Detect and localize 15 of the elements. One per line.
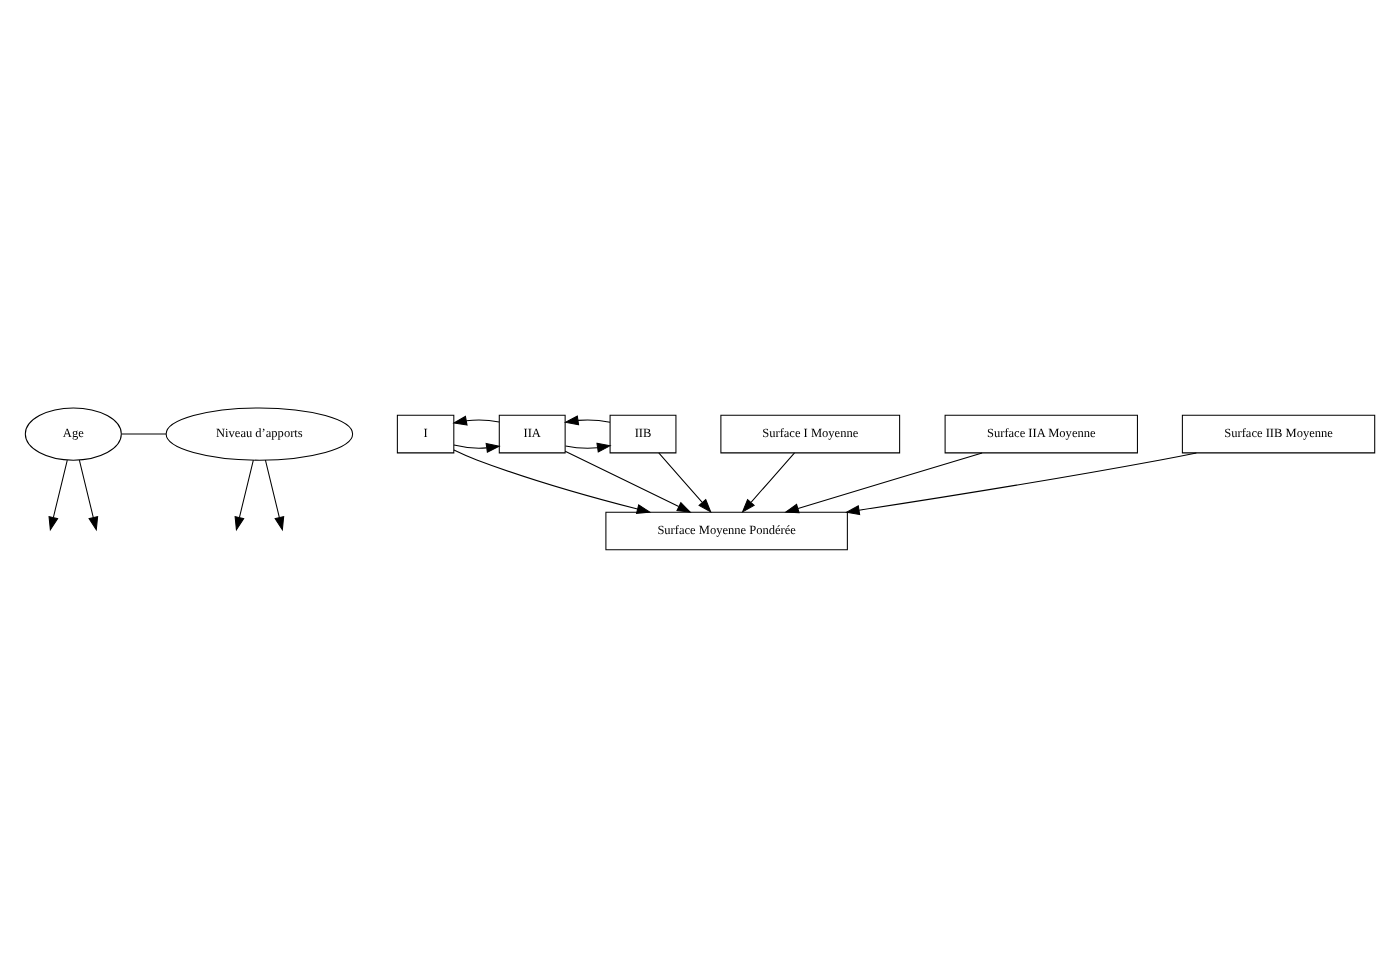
arrow [452,415,500,426]
arrow [741,452,796,514]
arrow [563,415,611,426]
arrow [453,442,501,453]
arrow [564,450,692,513]
arrow [845,452,1197,516]
arrow [453,449,652,514]
arrow [234,459,254,532]
arrow [264,459,285,532]
arrow [784,452,983,514]
connector [121,433,167,435]
arrow [658,452,712,514]
arrow [78,459,99,532]
arrow [48,459,68,532]
arrow [565,442,612,453]
